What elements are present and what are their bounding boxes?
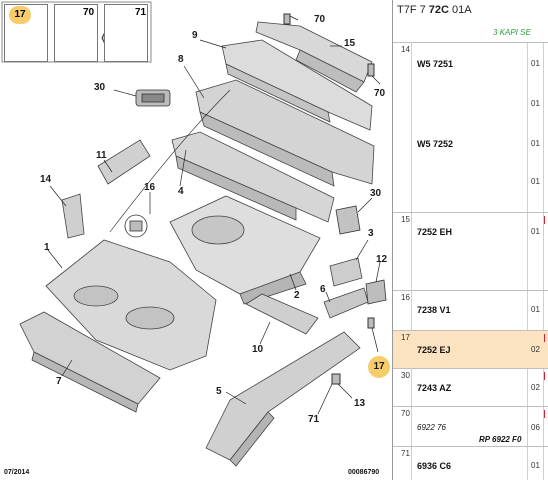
part-qty: 06	[531, 423, 540, 432]
diagram-drawing	[1, 1, 387, 467]
callout-16[interactable]: 16	[144, 182, 156, 193]
row-seq: 16	[401, 293, 410, 302]
callout-70-top[interactable]: 70	[314, 14, 326, 25]
column-divider	[527, 42, 528, 480]
ref-prefix: T7F 7	[397, 4, 429, 16]
callout-70-right[interactable]: 70	[374, 88, 386, 99]
callout-13[interactable]: 13	[354, 398, 366, 409]
part-code[interactable]: W5 7251	[417, 59, 454, 69]
part-6-shape	[323, 287, 369, 319]
part-qty: 02	[531, 383, 540, 392]
status-marker	[544, 372, 545, 380]
part-10-shape	[245, 293, 319, 335]
part-code[interactable]: 7238 V1	[417, 305, 451, 315]
parts-row[interactable]: 71 6936 C6 01	[393, 446, 548, 480]
part-qty: 01	[531, 227, 540, 236]
callout-4[interactable]: 4	[178, 186, 184, 197]
callout-1[interactable]: 1	[44, 242, 50, 253]
part-12-shape	[365, 279, 387, 305]
callout-2[interactable]: 2	[294, 290, 300, 301]
status-marker	[544, 334, 545, 342]
row-seq: 30	[401, 371, 410, 380]
parts-row[interactable]: 14 W5 7251 01 01 W5 7252 01 01	[393, 42, 548, 213]
part-qty: 01	[531, 305, 540, 314]
thumbnail-17-label: 17	[9, 6, 31, 24]
callout-11[interactable]: 11	[96, 150, 107, 161]
part-2-shape	[169, 195, 321, 305]
part-5-shape	[205, 331, 361, 467]
row-seq: 71	[401, 449, 410, 458]
part-3-shape	[329, 257, 363, 287]
callout-9[interactable]: 9	[192, 30, 198, 41]
part-8-shape	[195, 79, 375, 187]
part-qty: 01	[531, 139, 540, 148]
ref-suffix: 01A	[448, 4, 472, 16]
callout-5[interactable]: 5	[216, 386, 222, 397]
part-14-shape	[61, 193, 85, 239]
part-qty: 01	[531, 177, 540, 186]
parts-row[interactable]: 30 7243 AZ 02	[393, 368, 548, 407]
status-marker	[544, 410, 545, 418]
part-1-shape	[45, 239, 217, 371]
column-divider	[543, 42, 544, 480]
callout-7[interactable]: 7	[56, 376, 62, 387]
screw-17-marker-icon	[367, 317, 375, 329]
exploded-parts-diagram: 17 70 71 9 70 15 70 8 30 11 4 14 16 30 1…	[1, 1, 390, 476]
footer-date: 07/2014	[4, 469, 30, 476]
parts-row[interactable]: 15 7252 EH 01	[393, 212, 548, 291]
column-divider	[411, 42, 412, 480]
thumbnail-71[interactable]: 71	[104, 4, 148, 62]
callout-17[interactable]: 17	[368, 356, 390, 378]
callout-14[interactable]: 14	[40, 174, 52, 185]
callout-12[interactable]: 12	[376, 254, 388, 265]
callout-30-top[interactable]: 30	[94, 82, 106, 93]
part-30-lower-shape	[335, 205, 361, 235]
row-seq: 15	[401, 215, 410, 224]
callout-30-right[interactable]: 30	[370, 188, 382, 199]
parts-list-panel: T7F 7 72C 01A 3 KAPI SE 14 W5 7251 01 01…	[392, 0, 548, 480]
parts-row[interactable]: 70 6922 76 RP 6922 F0 06	[393, 406, 548, 447]
part-4-shape	[171, 131, 335, 223]
callout-15[interactable]: 15	[344, 38, 356, 49]
status-marker	[544, 216, 545, 224]
variant-label: 3 KAPI SE	[493, 28, 531, 37]
reference-header: T7F 7 72C 01A	[397, 4, 472, 16]
thumbnail-70-label: 70	[83, 7, 95, 18]
part-code[interactable]: 6922 76	[417, 423, 446, 432]
row-seq: 17	[401, 333, 410, 342]
part-code[interactable]: 7243 AZ	[417, 383, 452, 393]
part-16-shape	[124, 214, 148, 238]
replacement-note: RP 6922 F0	[479, 435, 522, 444]
part-code[interactable]: 7252 EJ	[417, 345, 451, 355]
parts-row-selected[interactable]: 17 7252 EJ 02	[393, 330, 548, 369]
part-7-shape	[19, 311, 161, 413]
row-seq: 70	[401, 409, 410, 418]
leader-lines	[47, 15, 381, 415]
part-11-shape	[97, 139, 151, 185]
row-seq: 14	[401, 45, 410, 54]
thumbnail-17[interactable]: 17	[4, 4, 48, 62]
callout-3[interactable]: 3	[368, 228, 374, 239]
part-15-shape	[255, 21, 373, 93]
part-qty: 02	[531, 345, 540, 354]
part-qty: 01	[531, 99, 540, 108]
part-code[interactable]: W5 7252	[417, 139, 454, 149]
callout-71[interactable]: 71	[308, 414, 320, 425]
thumbnail-71-label: 71	[135, 7, 147, 18]
screw-70-icon	[283, 13, 375, 77]
callout-10[interactable]: 10	[252, 344, 264, 355]
part-qty: 01	[531, 461, 540, 470]
part-qty: 01	[531, 59, 540, 68]
parts-row[interactable]: 16 7238 V1 01	[393, 290, 548, 331]
part-9-shape	[221, 39, 373, 131]
thumbnail-70[interactable]: 70	[54, 4, 98, 62]
part-code[interactable]: 7252 EH	[417, 227, 453, 237]
footer-ref: 00086790	[348, 469, 380, 476]
part-code[interactable]: 6936 C6	[417, 461, 452, 471]
callout-8[interactable]: 8	[178, 54, 184, 65]
ref-bold: 72C	[428, 4, 449, 16]
callout-6[interactable]: 6	[320, 284, 326, 295]
part-30-upper-shape	[135, 89, 171, 107]
screw-13-icon	[331, 373, 341, 385]
